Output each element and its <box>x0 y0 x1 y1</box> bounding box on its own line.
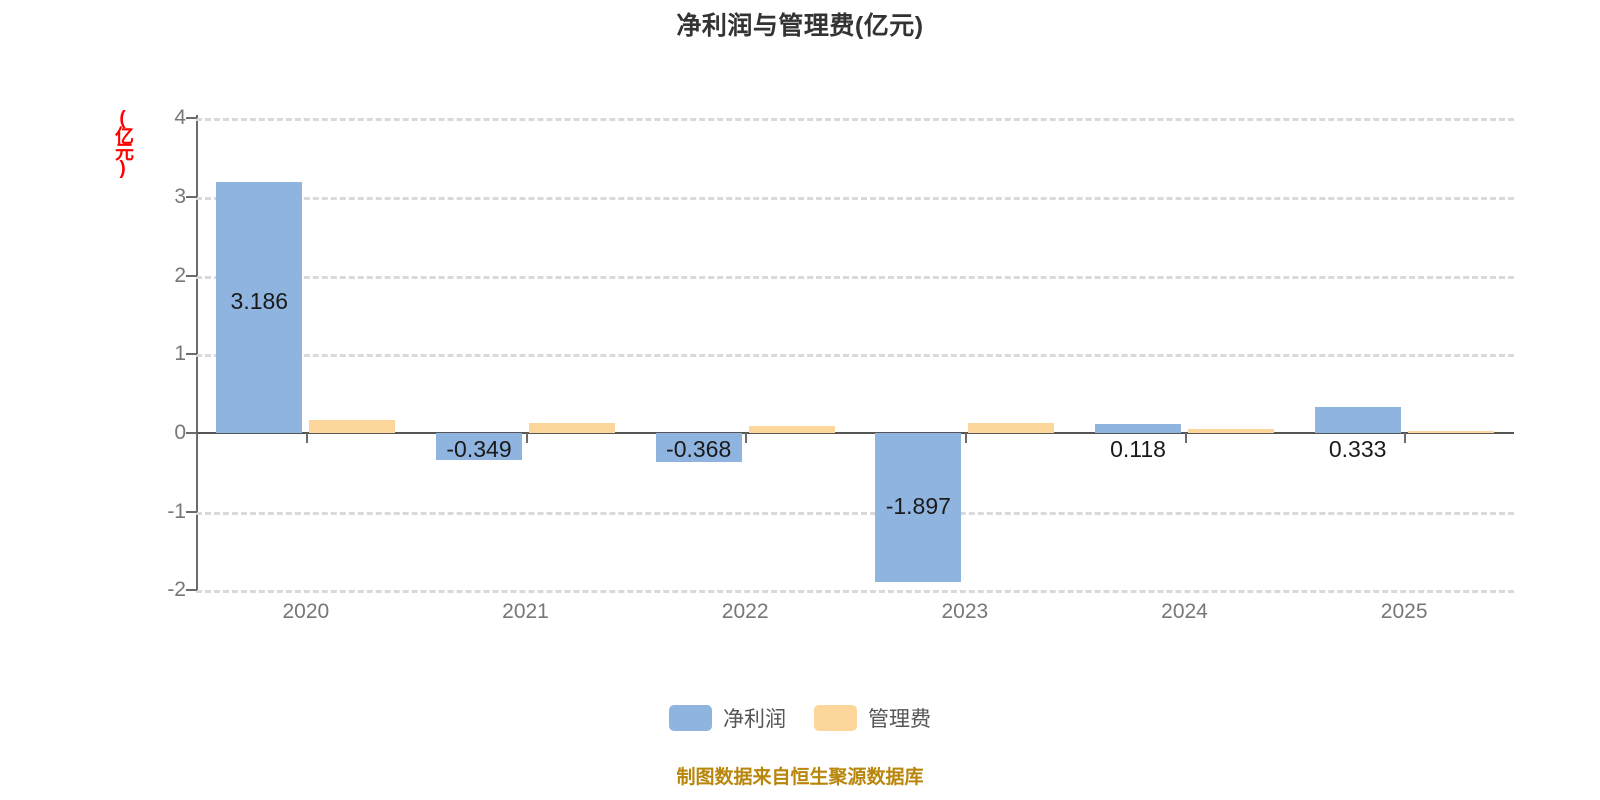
x-tick-mark-2021 <box>525 433 528 443</box>
x-axis-zero-line <box>196 432 1514 434</box>
x-tick-mark-2023 <box>964 433 967 443</box>
gridline-y-3 <box>196 196 1514 200</box>
bar-value-label-2021: -0.349 <box>446 436 512 462</box>
bar-management-fee-2021[interactable] <box>529 423 615 433</box>
legend-swatch-management-fee <box>814 705 857 731</box>
y-tick-mark--2 <box>186 589 197 592</box>
gridline-y--2 <box>196 590 1514 594</box>
x-tick-label-2022: 2022 <box>721 600 769 623</box>
x-tick-label-2021: 2021 <box>502 600 549 623</box>
bar-net-profit-2020[interactable] <box>216 182 303 433</box>
x-tick-label-2024: 2024 <box>1161 600 1208 623</box>
bar-management-fee-2022[interactable] <box>748 425 835 433</box>
bar-value-label-2025: 0.333 <box>1328 436 1387 462</box>
bar-net-profit-2022[interactable] <box>655 433 742 462</box>
bar-value-label-2020: 3.186 <box>230 287 289 314</box>
y-tick-label-3: 3 <box>174 184 186 208</box>
bar-management-fee-2020[interactable] <box>309 420 396 433</box>
y-tick-label--1: -1 <box>167 499 186 523</box>
y-tick-mark-4 <box>186 117 197 120</box>
legend-label-management-fee: 管理费 <box>868 708 931 731</box>
bar-net-profit-2025[interactable] <box>1314 406 1401 433</box>
y-tick-mark--1 <box>186 510 197 513</box>
bar-value-label-2024: 0.118 <box>1110 436 1166 462</box>
chart-title: 净利润与管理费(亿元) <box>676 12 924 40</box>
y-axis-line <box>196 115 198 591</box>
y-tick-mark-0 <box>186 432 197 434</box>
bar-value-label-2023: -1.897 <box>885 492 951 519</box>
y-tick-mark-2 <box>186 274 197 277</box>
legend-label-net-profit: 净利润 <box>723 708 786 731</box>
y-tick-label-0: 0 <box>174 421 186 444</box>
legend-item-management-fee[interactable]: 管理费 <box>814 703 931 733</box>
y-tick-mark-1 <box>186 353 197 356</box>
gridline-y-2 <box>196 275 1514 279</box>
bar-net-profit-2024[interactable] <box>1095 423 1181 433</box>
chart-legend: 净利润 管理费 <box>0 703 1600 733</box>
bar-net-profit-2023[interactable] <box>875 433 962 583</box>
x-tick-mark-2025 <box>1404 433 1407 443</box>
bar-management-fee-2025[interactable] <box>1407 431 1494 434</box>
y-tick-label-2: 2 <box>174 263 186 287</box>
y-tick-label--2: -2 <box>167 578 186 602</box>
x-tick-label-2025: 2025 <box>1380 600 1428 623</box>
x-tick-mark-2020 <box>305 433 308 443</box>
x-tick-mark-2022 <box>745 433 748 443</box>
gridline-y-1 <box>196 354 1514 358</box>
source-note: 制图数据来自恒生聚源数据库 <box>676 767 924 788</box>
x-tick-mark-2024 <box>1184 433 1187 443</box>
bar-value-label-2022: -0.368 <box>666 436 732 462</box>
bar-net-profit-2021[interactable] <box>436 433 522 461</box>
x-tick-label-2020: 2020 <box>282 600 330 623</box>
legend-swatch-net-profit <box>669 705 712 731</box>
gridline-y-4 <box>196 118 1514 122</box>
x-tick-label-2023: 2023 <box>941 600 989 623</box>
bar-management-fee-2024[interactable] <box>1188 429 1274 433</box>
bar-management-fee-2023[interactable] <box>968 423 1055 433</box>
gridline-y--1 <box>196 511 1514 515</box>
y-tick-label-1: 1 <box>174 342 186 366</box>
y-axis-unit-label: (亿元) <box>112 108 133 176</box>
plot-area <box>196 115 1514 591</box>
y-tick-label-4: 4 <box>174 106 186 130</box>
y-tick-mark-3 <box>186 195 197 198</box>
legend-item-net-profit[interactable]: 净利润 <box>669 703 786 733</box>
